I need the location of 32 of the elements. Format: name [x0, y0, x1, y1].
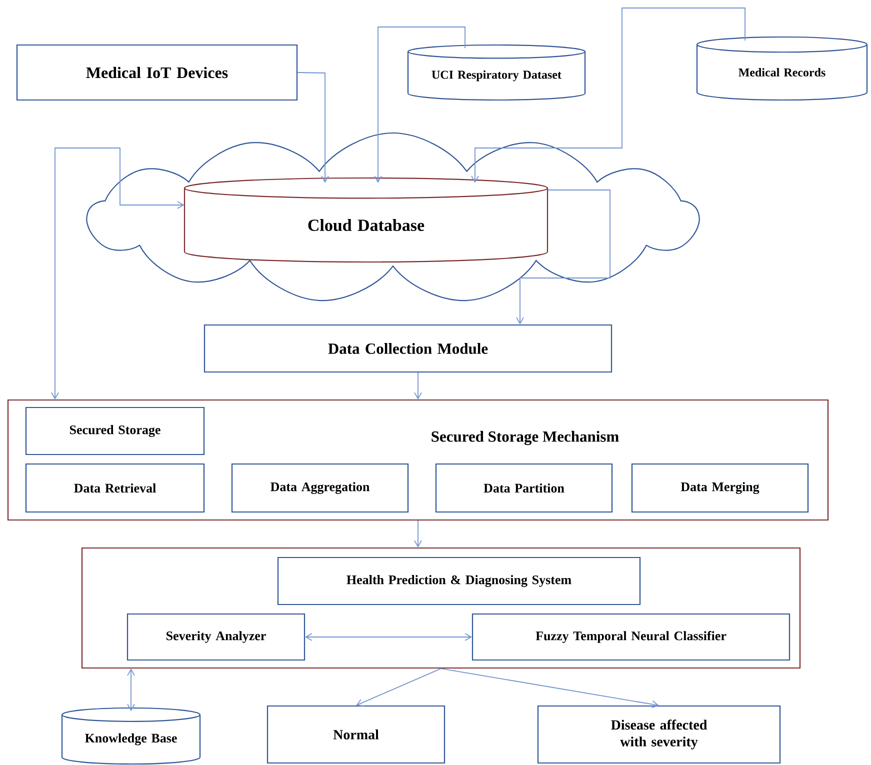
node-label: Knowledge Base: [85, 733, 177, 746]
process-box: Disease affected with severity: [537, 705, 781, 764]
node-label: Cloud Database: [308, 219, 424, 232]
arrow: [297, 72, 329, 183]
process-box: Fuzzy Temporal Neural Classifier: [472, 613, 790, 661]
arrow: [471, 8, 746, 183]
process-box: Normal: [266, 705, 446, 764]
process-box: Secured Storage: [25, 406, 205, 456]
arrow: [356, 668, 442, 706]
process-box: Medical IoT Devices: [16, 44, 298, 101]
arrow: [440, 668, 659, 708]
database-cylinder: Knowledge Base: [61, 707, 201, 765]
arrow: [127, 668, 135, 712]
arrow: [305, 633, 472, 641]
database-cylinder: Cloud Database: [184, 177, 548, 263]
process-box: Data Merging: [631, 463, 809, 513]
database-cylinder: UCI Respiratory Dataset: [407, 44, 586, 101]
arrow: [414, 372, 422, 400]
arrow: [414, 520, 422, 548]
process-box: Data Aggregation: [231, 463, 409, 513]
process-box: Health Prediction & Diagnosing System: [277, 556, 641, 606]
arrow: [374, 26, 466, 183]
node-label: Medical Records: [738, 68, 826, 76]
container-box: [81, 547, 801, 669]
arrow: [516, 190, 610, 324]
arrow: [51, 148, 184, 400]
process-box: Data Partition: [435, 463, 613, 513]
process-box: Data Retrieval: [25, 463, 205, 513]
database-cylinder: Medical Records: [696, 36, 868, 101]
node-label: UCI Respiratory Dataset: [432, 70, 562, 82]
process-box: Severity Analyzer: [126, 613, 306, 661]
process-box: Data Collection Module: [204, 324, 612, 373]
